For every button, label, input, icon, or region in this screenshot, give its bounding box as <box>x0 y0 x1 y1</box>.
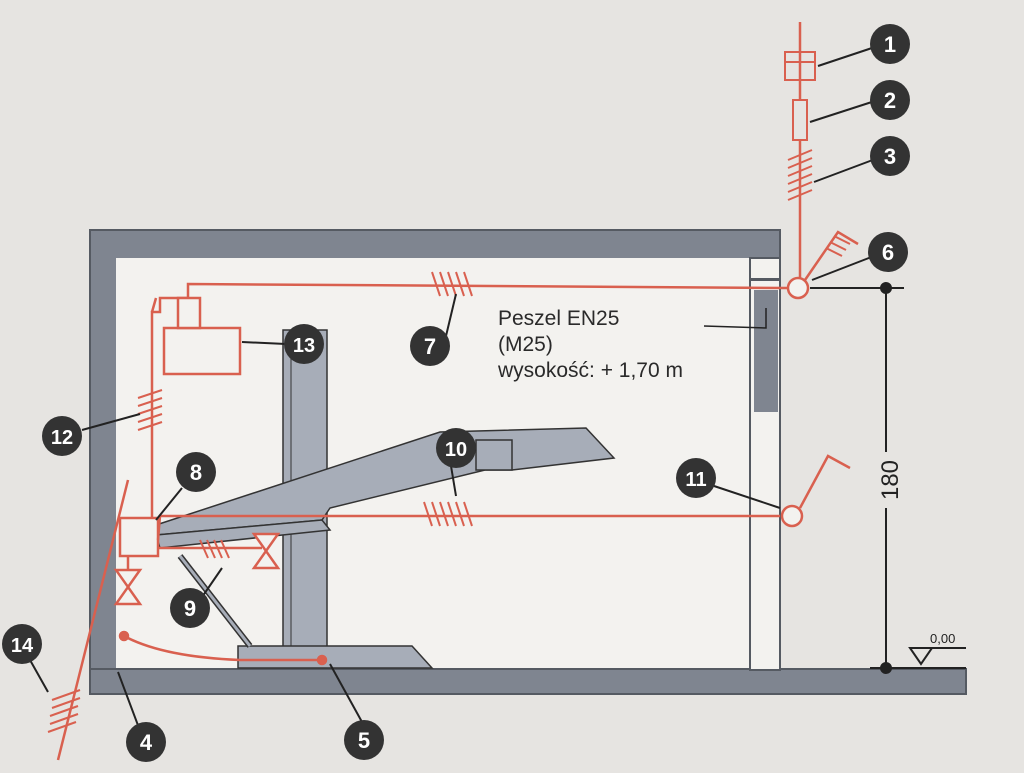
marker-14: 14 <box>2 624 42 664</box>
svg-text:11: 11 <box>685 469 706 491</box>
marker-9: 9 <box>170 588 210 628</box>
note-line-2: (M25) <box>498 333 553 356</box>
svg-text:3: 3 <box>884 144 896 169</box>
svg-text:6: 6 <box>882 240 894 265</box>
svg-text:8: 8 <box>190 460 202 485</box>
control-box <box>162 326 242 376</box>
top-cable-run-2 <box>150 297 158 313</box>
outside-lamp-arm <box>803 230 859 281</box>
cable-ticks-7 <box>431 271 473 297</box>
valve-left <box>113 568 143 606</box>
marker-13: 13 <box>284 324 324 364</box>
svg-text:7: 7 <box>424 334 436 359</box>
outside-socket <box>786 276 810 300</box>
circuits <box>47 22 859 761</box>
svg-text:10: 10 <box>445 439 467 461</box>
svg-text:1: 1 <box>884 32 896 57</box>
svg-text:2: 2 <box>884 88 896 113</box>
car-lift <box>155 329 616 669</box>
floor-slab <box>89 668 967 695</box>
note-line-3: wysokość: + 1,70 m <box>498 359 683 382</box>
marker-3: 3 <box>870 136 910 176</box>
wall-switch-arm <box>798 454 851 509</box>
lift-platform-end <box>475 439 513 471</box>
marker-8: 8 <box>176 452 216 492</box>
lift-strut-inner <box>178 555 252 647</box>
svg-text:5: 5 <box>358 728 370 753</box>
outside-feed <box>56 479 130 761</box>
svg-text:13: 13 <box>293 335 315 357</box>
marker-7: 7 <box>410 326 450 366</box>
note-line-1: Peszel EN25 <box>498 307 620 330</box>
marker-12: 12 <box>42 416 82 456</box>
control-box-top <box>176 296 202 330</box>
svg-text:12: 12 <box>51 427 73 449</box>
cable-ticks-9 <box>199 539 230 559</box>
conduit-note: Peszel EN25 (M25) wysokość: + 1,70 m <box>498 306 768 384</box>
leader-lines <box>29 45 879 737</box>
svg-text:9: 9 <box>184 596 196 621</box>
cable-ticks-10 <box>423 501 473 527</box>
door-opening-line <box>750 278 780 281</box>
cable-ticks-12 <box>137 389 163 431</box>
marker-6: 6 <box>868 232 908 272</box>
wall-socket <box>780 504 804 528</box>
marker-1: 1 <box>870 24 910 64</box>
marker-5: 5 <box>344 720 384 760</box>
cable-ticks-3 <box>787 149 813 201</box>
fuse <box>792 99 808 141</box>
floor-hose <box>123 634 322 662</box>
marker-10: 10 <box>436 428 476 468</box>
svg-text:14: 14 <box>11 635 34 657</box>
level-label: 0,00 <box>930 631 955 646</box>
svg-text:4: 4 <box>140 730 153 755</box>
dimension-label-bg <box>874 452 898 508</box>
junction-box <box>118 516 160 558</box>
lift-base <box>237 645 434 669</box>
marker-2: 2 <box>870 80 910 120</box>
marker-4: 4 <box>126 722 166 762</box>
level-marker <box>908 647 934 666</box>
cable-ticks-14 <box>47 689 81 733</box>
marker-11: 11 <box>676 458 716 498</box>
valve-right <box>251 532 281 570</box>
height-dimension-label: 180 <box>877 460 904 500</box>
garage-walls <box>89 229 967 695</box>
note-pointer <box>703 308 767 329</box>
meter-box <box>784 51 816 81</box>
